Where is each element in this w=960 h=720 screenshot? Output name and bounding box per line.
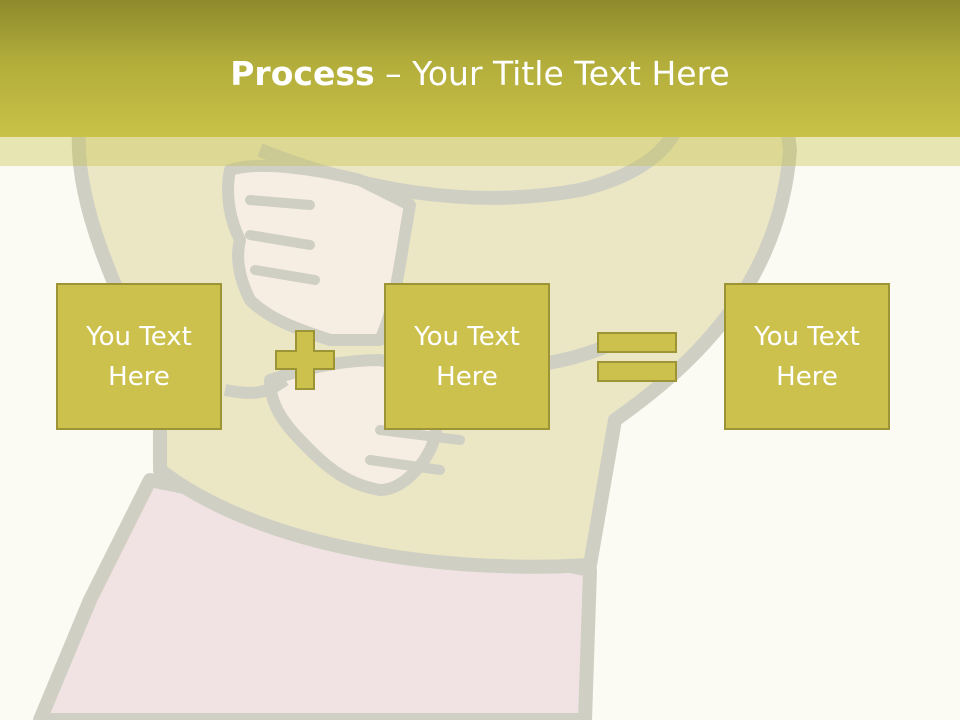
- title-rest-part: – Your Title Text Here: [374, 54, 730, 93]
- process-box-3[interactable]: You Text Here: [724, 283, 890, 430]
- plus-icon: [275, 330, 335, 390]
- slide-title: Process – Your Title Text Here: [0, 52, 960, 96]
- title-bold-part: Process: [230, 54, 375, 93]
- process-box-1-label: You Text Here: [86, 321, 192, 392]
- process-box-3-label: You Text Here: [754, 321, 860, 392]
- process-box-2-label: You Text Here: [414, 321, 520, 392]
- title-bar: [0, 0, 960, 137]
- title-accent-strip: [0, 137, 960, 166]
- equals-icon: [597, 332, 677, 382]
- process-box-2[interactable]: You Text Here: [384, 283, 550, 430]
- process-box-1[interactable]: You Text Here: [56, 283, 222, 430]
